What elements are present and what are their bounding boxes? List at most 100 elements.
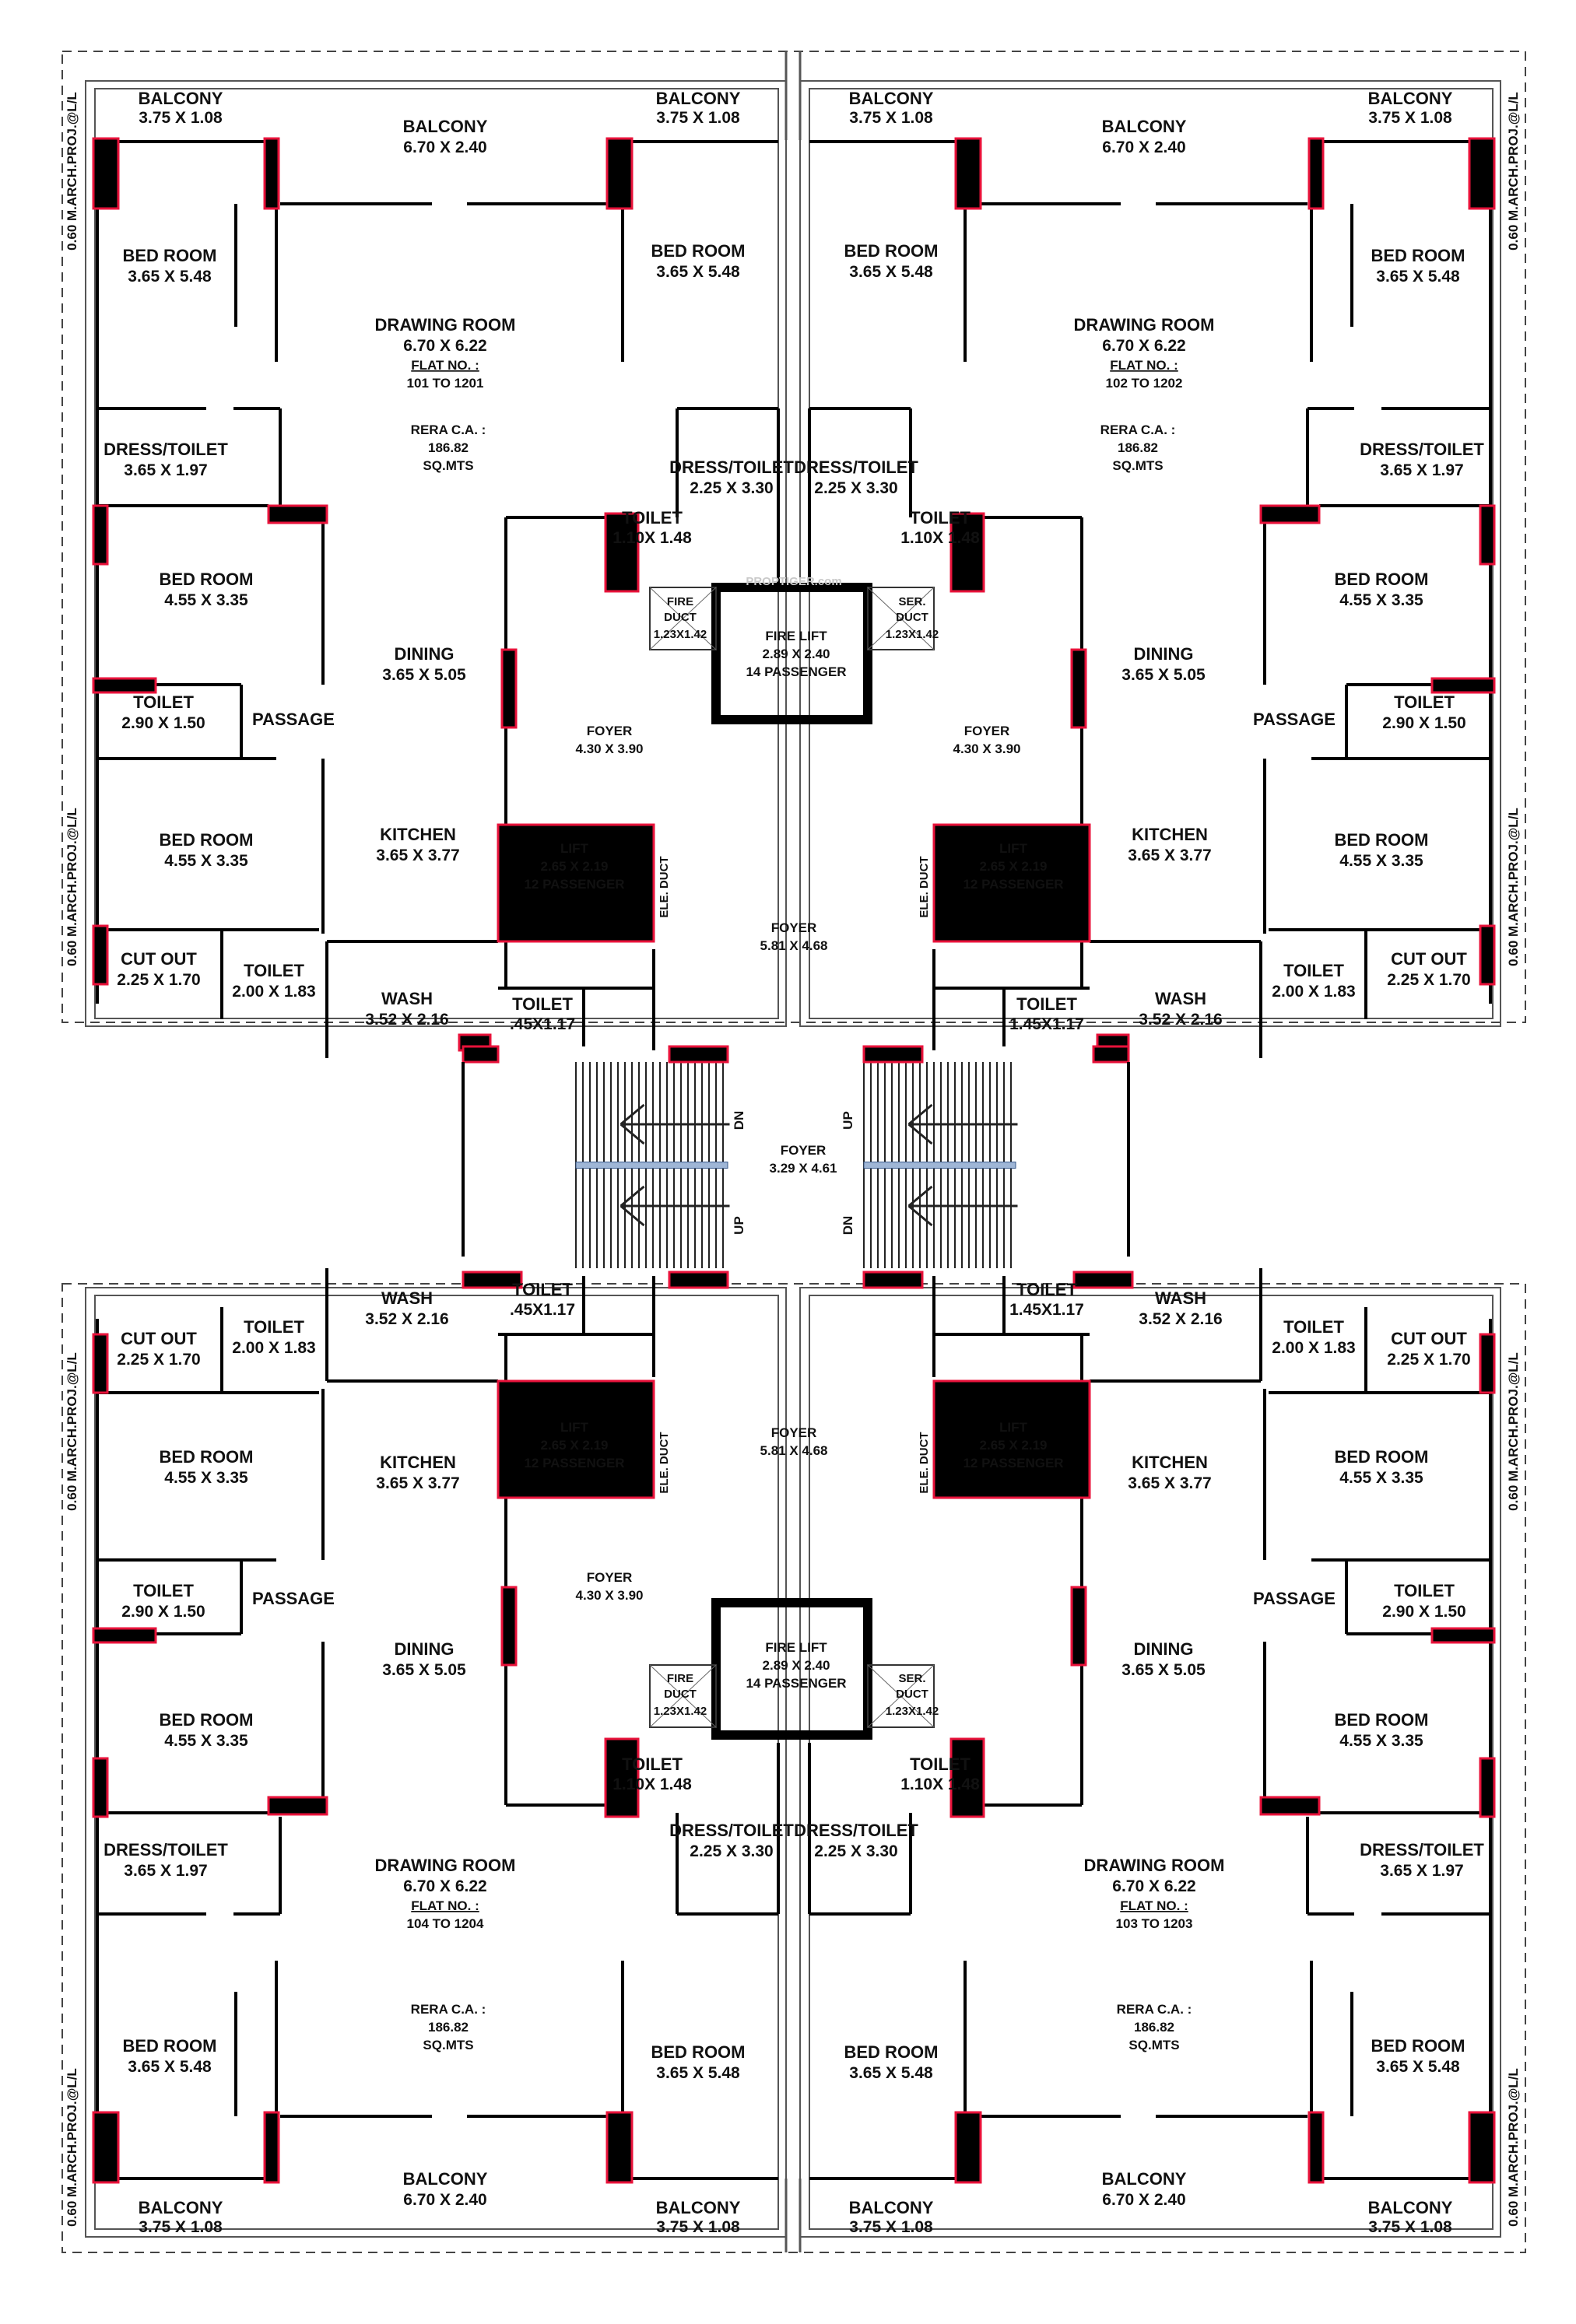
fire-lift-capacity: 14 PASSENGER	[746, 1676, 846, 1691]
room-dim: 3.75 X 1.08	[139, 2218, 223, 2236]
room-dim: 6.70 X 2.40	[1102, 2191, 1185, 2209]
room-name: WASH	[381, 1288, 433, 1308]
room-name: WASH	[381, 989, 433, 1008]
staircase-right[interactable]	[863, 1062, 1018, 1268]
room-name: KITCHEN	[1132, 825, 1208, 844]
room-dim: 3.65 X 3.77	[376, 1474, 459, 1492]
room-name: BALCONY	[1368, 2198, 1453, 2217]
room-dim: 4.30 X 3.90	[576, 741, 644, 756]
room-name: DINING	[1134, 1639, 1194, 1659]
room-dim: 3.65 X 1.97	[124, 461, 207, 479]
room-dim: 2.90 X 1.50	[1382, 714, 1465, 732]
flat-no-range: 104 TO 1204	[407, 1916, 484, 1931]
rera-unit: SQ.MTS	[1112, 458, 1163, 473]
fire-duct-dim: 1.23X1.42	[654, 628, 707, 641]
room-name: BED ROOM	[123, 2036, 217, 2056]
stair-dn-label: DN	[732, 1111, 746, 1130]
room-name: PASSAGE	[252, 710, 335, 729]
fire-duct-dim: 1.23X1.42	[654, 1705, 707, 1718]
room-dim: 4.55 X 3.35	[1339, 1732, 1423, 1750]
staircase-left[interactable]	[575, 1062, 730, 1268]
room-name: TOILET	[133, 692, 194, 712]
lift-capacity: 12 PASSENGER	[524, 877, 624, 892]
room-name: DRESS/TOILET	[104, 440, 228, 459]
room-dim: 3.65 X 1.97	[1380, 461, 1463, 479]
flat-no-range: 103 TO 1203	[1116, 1916, 1193, 1931]
room-dim: 4.30 X 3.90	[576, 1588, 644, 1603]
room-dim: 2.90 X 1.50	[121, 1603, 205, 1621]
flat-no-range: 102 TO 1202	[1106, 376, 1183, 391]
room-dim: 6.70 X 6.22	[1102, 337, 1185, 355]
room-name: BALCONY	[1102, 117, 1187, 136]
room-dim: 2.25 X 1.70	[1387, 1351, 1470, 1369]
room-dim: 3.75 X 1.08	[849, 109, 933, 127]
room-dim: 3.75 X 1.08	[656, 2218, 740, 2236]
stair-direction-arrow	[907, 1103, 1018, 1145]
room-name: DRESS/TOILET	[1360, 1840, 1484, 1860]
room-name: CUT OUT	[1391, 1329, 1467, 1348]
room-dim: 3.65 X 5.48	[656, 263, 740, 281]
room-name: BED ROOM	[1335, 570, 1429, 589]
room-name: DRESS/TOILET	[1360, 440, 1484, 459]
rera-label: RERA C.A. :	[411, 2002, 486, 2017]
ser-duct-dim: 1.23X1.42	[886, 628, 939, 641]
room-dim: 3.65 X 3.77	[376, 847, 459, 864]
lift-label: LIFT	[560, 841, 588, 856]
room-dim: 3.75 X 1.08	[656, 109, 740, 127]
room-name: BALCONY	[849, 2198, 934, 2217]
room-dim: 3.65 X 5.48	[128, 268, 212, 286]
flat-no-label: FLAT NO. :	[1120, 1898, 1188, 1913]
room-name: BALCONY	[403, 2169, 488, 2189]
room-name: CUT OUT	[121, 949, 197, 969]
foyer-center-label: FOYER	[781, 1143, 827, 1158]
room-dim: 1.10X 1.48	[612, 529, 692, 547]
room-dim: 3.65 X 1.97	[124, 1862, 207, 1880]
lift-dim: 2.65 X 2.19	[541, 1438, 609, 1453]
room-dim: 4.55 X 3.35	[1339, 1469, 1423, 1487]
room-name: KITCHEN	[1132, 1453, 1208, 1472]
foyer-dim: 5.81 X 4.68	[760, 938, 828, 953]
stair-dn-label: DN	[841, 1216, 855, 1236]
room-dim: 2.00 X 1.83	[1272, 1339, 1355, 1357]
room-name: BALCONY	[1102, 2169, 1187, 2189]
room-name: DRAWING ROOM	[375, 315, 516, 335]
room-dim: 2.00 X 1.83	[232, 1339, 315, 1357]
room-name: TOILET	[512, 994, 573, 1014]
flat-no-range: 101 TO 1201	[407, 376, 484, 391]
room-dim: 2.25 X 3.30	[814, 479, 897, 497]
room-dim: 2.25 X 3.30	[690, 479, 773, 497]
room-dim: 3.65 X 5.48	[656, 2064, 740, 2082]
projection-label-right-mid: 0.60 M.ARCH.PROJ.@L/L	[1506, 808, 1521, 966]
room-dim: 1.10X 1.48	[900, 1775, 980, 1793]
stair-direction-arrow	[620, 1103, 730, 1145]
room-dim: 1.45X1.17	[1009, 1015, 1084, 1033]
room-dim: 3.52 X 2.16	[1139, 1310, 1222, 1328]
projection-label-right-top: 0.60 M.ARCH.PROJ.@L/L	[1506, 92, 1521, 251]
room-dim: 4.55 X 3.35	[1339, 591, 1423, 609]
top-projection-boundary	[61, 51, 1526, 1023]
room-dim: 3.65 X 5.48	[849, 263, 933, 281]
room-name: CUT OUT	[1391, 949, 1467, 969]
flat-no-label: FLAT NO. :	[411, 358, 479, 373]
projection-label-left-bottom: 0.60 M.ARCH.PROJ.@L/L	[65, 2068, 79, 2227]
rera-value: 186.82	[428, 2020, 469, 2035]
room-name: BALCONY	[403, 117, 488, 136]
rera-unit: SQ.MTS	[1128, 2038, 1179, 2052]
room-name: BED ROOM	[123, 246, 217, 265]
ele-duct-label: ELE. DUCT	[658, 1432, 671, 1493]
fire-duct-label: FIRE	[667, 1672, 693, 1685]
room-dim: 4.30 X 3.90	[953, 741, 1021, 756]
room-name: KITCHEN	[380, 825, 456, 844]
room-dim: 3.52 X 2.16	[365, 1011, 448, 1029]
room-name: PASSAGE	[252, 1589, 335, 1608]
fire-lift-dim: 2.89 X 2.40	[763, 647, 830, 661]
room-name: TOILET	[622, 508, 683, 528]
room-name: BALCONY	[656, 89, 741, 108]
rera-unit: SQ.MTS	[423, 2038, 473, 2052]
room-name: TOILET	[1394, 1581, 1455, 1600]
stair-landing-bar	[863, 1162, 1016, 1169]
room-dim: 3.65 X 1.97	[1380, 1862, 1463, 1880]
room-name: BED ROOM	[1371, 2036, 1465, 2056]
room-name: BED ROOM	[844, 2042, 939, 2062]
room-name: BED ROOM	[160, 570, 254, 589]
